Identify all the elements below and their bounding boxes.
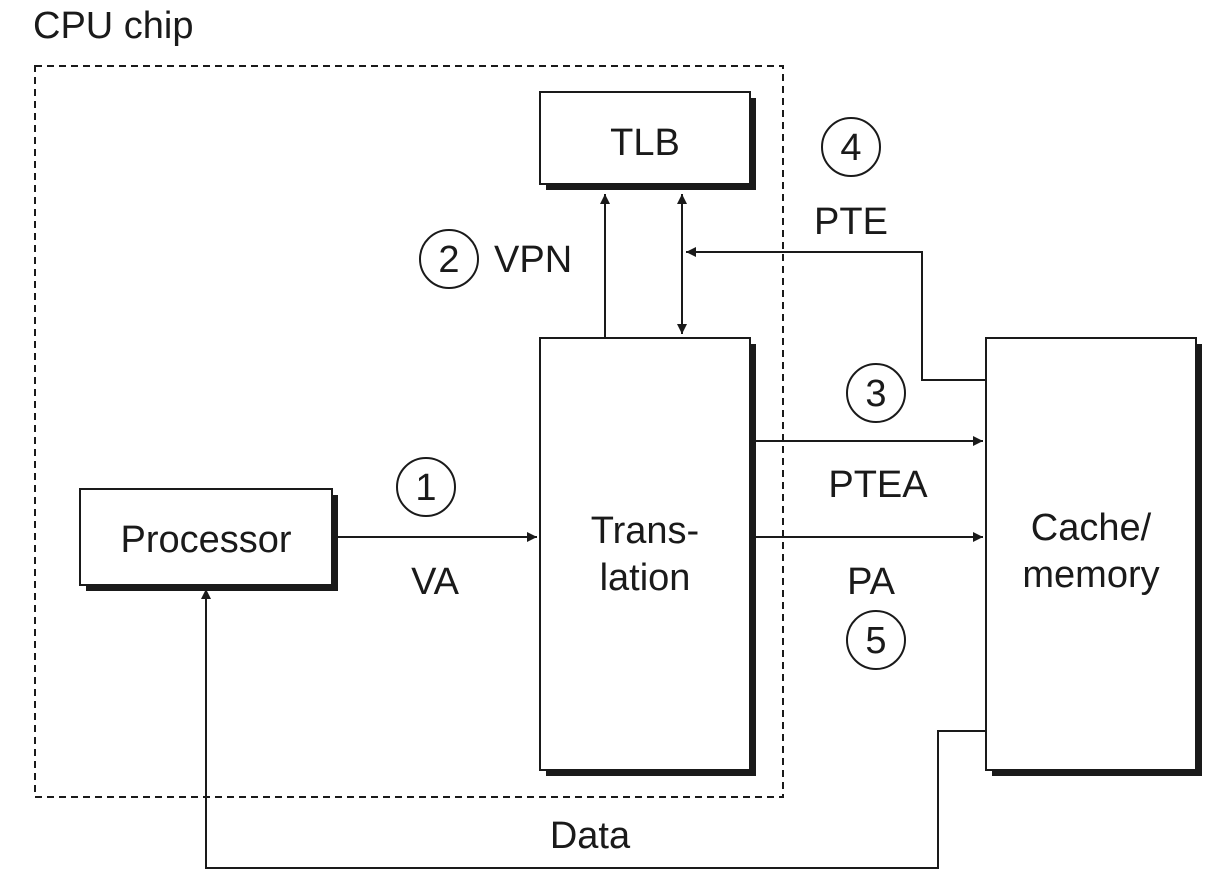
tlb-label: TLB	[610, 122, 680, 164]
step-2-badge	[419, 229, 479, 289]
step-3-badge	[846, 363, 906, 423]
step-1-badge	[396, 457, 456, 517]
cpu-chip-label: CPU chip	[33, 5, 194, 47]
step-4-badge	[821, 117, 881, 177]
step-5-badge	[846, 610, 906, 670]
step-3-number: 3	[865, 373, 886, 415]
pte-label: PTE	[814, 201, 888, 243]
translation-label-line1: Trans-	[591, 510, 699, 552]
pte-arrow	[686, 247, 986, 381]
processor-block: Processor	[79, 488, 338, 591]
step-4-number: 4	[840, 127, 861, 169]
tlb-block: TLB	[539, 91, 756, 190]
data-arrow	[201, 589, 986, 869]
pa-label: PA	[847, 561, 896, 603]
step-1-number: 1	[415, 467, 436, 509]
va-label: VA	[411, 561, 460, 603]
cache-memory-block: Cache/ memory	[985, 337, 1202, 776]
step-5-number: 5	[865, 620, 886, 662]
data-label: Data	[550, 815, 631, 857]
cpu-chip-boundary	[34, 65, 784, 798]
processor-label: Processor	[120, 519, 291, 561]
step-2-number: 2	[438, 239, 459, 281]
cache-memory-label-line2: memory	[1022, 554, 1159, 596]
cache-memory-label-line1: Cache/	[1031, 507, 1152, 549]
vpn-label: VPN	[494, 239, 572, 281]
ptea-label: PTEA	[828, 464, 928, 506]
translation-block: Trans- lation	[539, 337, 756, 776]
translation-label-line2: lation	[600, 557, 691, 599]
